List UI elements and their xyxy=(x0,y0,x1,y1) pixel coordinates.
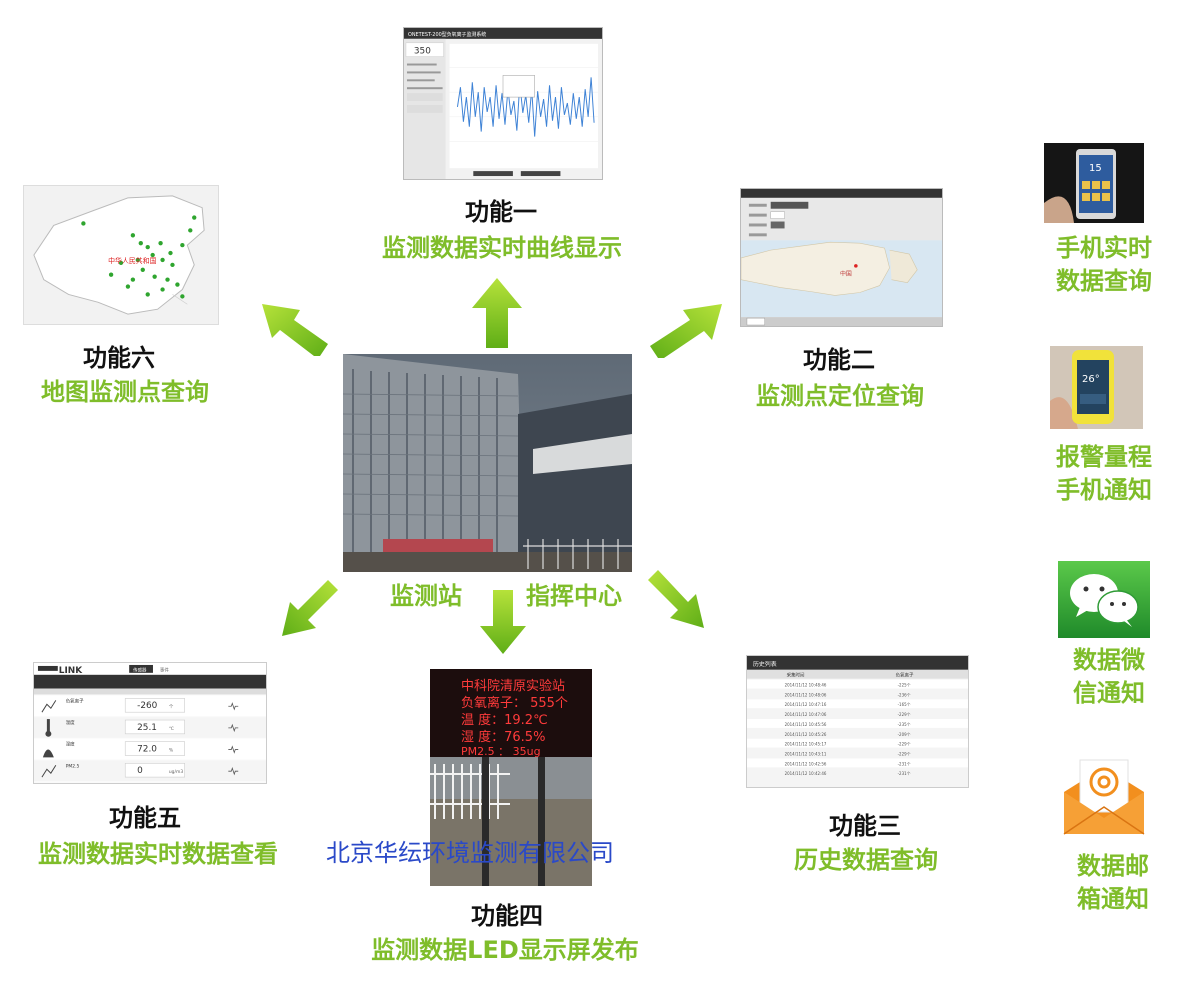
function-2-subtitle: 监测点定位查询 xyxy=(756,382,924,410)
screenshot-map-points: 中华人民共和国 xyxy=(23,185,219,325)
arrow-downright-icon xyxy=(648,570,706,630)
phone-alarm-caption: 报警量程 手机通知 xyxy=(1036,441,1172,507)
function-2-title: 功能二 xyxy=(803,346,875,374)
history-row-7-time: 2014/11/12 10:45:17 xyxy=(785,742,827,747)
link-logo-text: LINK xyxy=(59,666,83,676)
history-row-5-time: 2014/11/12 10:45:56 xyxy=(785,722,827,727)
email-caption-line-2: 箱通知 xyxy=(1077,885,1149,913)
history-row-9-time: 2014/11/12 10:42:56 xyxy=(785,761,827,766)
phone-alarm-caption-line-1: 报警量程 xyxy=(1056,443,1152,471)
arrow-upleft-icon xyxy=(258,300,328,358)
phone-query-icon: 15 xyxy=(1044,143,1144,223)
wechat-caption-line-2: 信通知 xyxy=(1073,679,1145,707)
led-line-1: 中科院清原实验站 xyxy=(461,678,565,694)
wechat-icon xyxy=(1058,561,1150,638)
row-value-pm25: 0 xyxy=(137,766,143,776)
row-name-ion: 负氧离子 xyxy=(66,697,84,704)
function-3-subtitle: 历史数据查询 xyxy=(794,846,938,874)
row-value-ion: -260 xyxy=(137,701,158,711)
arrow-downleft-icon xyxy=(280,580,338,638)
monitoring-station-photo xyxy=(343,354,632,572)
function-1-subtitle: 监测数据实时曲线显示 xyxy=(382,234,622,262)
history-row-7-val: -229个 xyxy=(898,742,911,747)
function-5-title: 功能五 xyxy=(109,804,181,832)
row-value-humidity: 72.0 xyxy=(137,745,157,755)
tab-event: 事件 xyxy=(160,666,169,673)
history-row-6-val: -209个 xyxy=(898,732,911,737)
station-label: 监测站 xyxy=(390,582,462,610)
history-row-3-time: 2014/11/12 10:47:16 xyxy=(785,702,827,707)
email-icon xyxy=(1054,752,1154,839)
phone-alarm-caption-line-2: 手机通知 xyxy=(1056,476,1152,504)
arrow-down-icon xyxy=(480,590,526,654)
map-country-label: 中华人民共和国 xyxy=(108,256,157,265)
wechat-caption-line-1: 数据微 xyxy=(1073,646,1145,674)
phone-temp-text: 26° xyxy=(1082,374,1100,385)
history-title: 历史列表 xyxy=(753,660,777,668)
phone-query-caption-line-2: 数据查询 xyxy=(1056,267,1152,295)
row-unit-ion: 个 xyxy=(169,704,174,710)
led-line-3: 温 度：19.2℃ xyxy=(461,712,548,728)
arrow-up-icon xyxy=(472,278,522,348)
history-row-2-time: 2014/11/12 10:48:06 xyxy=(785,692,827,697)
screen-value-text: 350 xyxy=(414,47,431,57)
screenshot-location-query: 中国 xyxy=(740,188,943,327)
history-row-5-val: -235个 xyxy=(898,722,911,727)
led-line-5: PM2.5 ： 35ug xyxy=(461,745,541,758)
email-caption: 数据邮 箱通知 xyxy=(1050,850,1176,916)
function-3-title: 功能三 xyxy=(829,812,901,840)
led-display-photo: 中科院清原实验站 负氧离子： 555个 温 度：19.2℃ 湿 度：76.5% … xyxy=(430,669,592,886)
row-name-humidity: 湿度 xyxy=(66,741,75,748)
history-row-10-time: 2014/11/12 10:42:46 xyxy=(785,771,827,776)
function-6-subtitle: 地图监测点查询 xyxy=(41,378,209,406)
row-name-temp: 温度 xyxy=(66,719,75,726)
map-marker-label: 中国 xyxy=(840,270,852,278)
led-line-4: 湿 度：76.5% xyxy=(461,729,545,745)
history-row-3-val: -165个 xyxy=(898,702,911,707)
history-row-8-time: 2014/11/12 10:43:11 xyxy=(785,751,827,756)
tab-sensor: 传感器 xyxy=(133,666,147,673)
phone-alarm-icon: 26° xyxy=(1050,346,1143,429)
function-1-title: 功能一 xyxy=(465,198,537,226)
history-row-9-val: -231个 xyxy=(898,761,911,766)
company-name: 北京华纭环境监测有限公司 xyxy=(326,839,614,867)
row-unit-pm25: ug/m3 xyxy=(169,769,184,775)
function-5-subtitle: 监测数据实时数据查看 xyxy=(38,840,278,868)
row-unit-temp: ℃ xyxy=(169,726,174,732)
command-center-label: 指挥中心 xyxy=(526,582,622,610)
history-row-10-val: -231个 xyxy=(898,771,911,776)
history-col-ion: 负氧离子 xyxy=(896,672,914,679)
phone-clock-text: 15 xyxy=(1089,163,1102,174)
phone-query-caption: 手机实时 数据查询 xyxy=(1036,232,1172,298)
screen-header-text: ONETEST-200型负氧离子监测系统 xyxy=(408,31,486,38)
history-row-1-time: 2014/11/12 10:48:46 xyxy=(785,683,827,688)
row-name-pm25: PM2.5 xyxy=(66,763,80,769)
history-row-8-val: -229个 xyxy=(898,751,911,756)
row-value-temp: 25.1 xyxy=(137,723,157,733)
history-row-4-time: 2014/11/12 10:47:06 xyxy=(785,712,827,717)
history-row-6-time: 2014/11/12 10:45:26 xyxy=(785,732,827,737)
led-line-2: 负氧离子： 555个 xyxy=(461,695,568,711)
function-4-subtitle: 监测数据LED显示屏发布 xyxy=(371,936,639,964)
row-unit-humidity: % xyxy=(169,748,173,754)
function-4-title: 功能四 xyxy=(471,902,543,930)
phone-query-caption-line-1: 手机实时 xyxy=(1056,234,1152,262)
history-row-1-val: -225个 xyxy=(898,683,911,688)
email-caption-line-1: 数据邮 xyxy=(1077,852,1149,880)
history-row-2-val: -236个 xyxy=(898,692,911,697)
function-6-title: 功能六 xyxy=(83,344,155,372)
wechat-caption: 数据微 信通知 xyxy=(1046,644,1172,710)
history-col-time: 采集时间 xyxy=(787,672,805,679)
screenshot-realtime-curve: ONETEST-200型负氧离子监测系统 350 xyxy=(403,27,603,180)
arrow-upright-icon xyxy=(650,300,730,360)
history-row-4-val: -229个 xyxy=(898,712,911,717)
screenshot-realtime-data: LINK 传感器 事件 负氧离子 温度 湿度 PM2.5 -260 25.1 7… xyxy=(33,662,267,784)
screenshot-history-list: 历史列表 采集时间 负氧离子 2014/11/12 10:48:46 -225个… xyxy=(746,655,969,788)
